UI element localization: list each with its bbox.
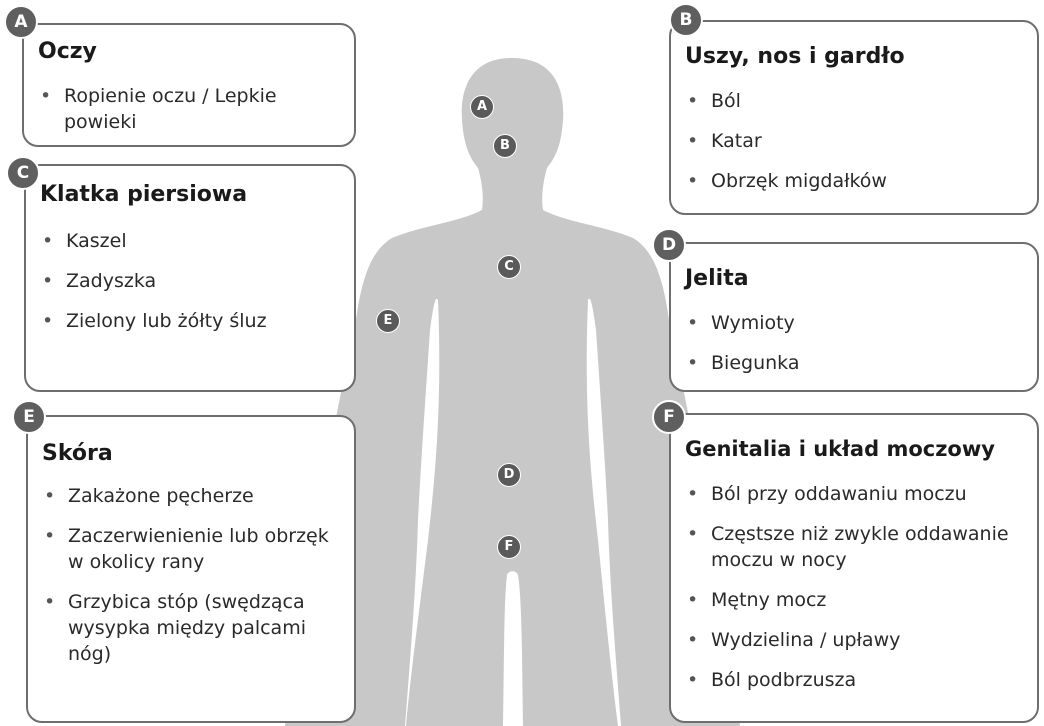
badge-d: D — [652, 228, 686, 262]
card-urinary-title: Genitalia i układ moczowy — [685, 437, 995, 461]
card-urinary: Genitalia i układ moczowy Ból przy oddaw… — [669, 413, 1039, 723]
card-eyes-list: Ropienie oczu / Lepkie powieki — [38, 83, 344, 149]
marker-d: D — [497, 463, 521, 487]
card-eyes-title: Oczy — [38, 39, 97, 64]
badge-b: B — [669, 3, 703, 37]
card-bowels-title: Jelita — [685, 266, 749, 291]
list-item: Ból podbrzusza — [685, 667, 1027, 693]
card-skin-title: Skóra — [42, 441, 113, 466]
list-item: Katar — [685, 128, 1027, 154]
card-ent-title: Uszy, nos i gardło — [685, 44, 905, 69]
list-item: Wymioty — [685, 310, 1027, 336]
list-item: Zielony lub żółty śluz — [40, 308, 344, 334]
marker-e: E — [376, 309, 400, 333]
list-item: Zadyszka — [40, 268, 344, 294]
list-item: Ropienie oczu / Lepkie powieki — [38, 83, 344, 135]
marker-c: C — [497, 255, 521, 279]
list-item: Częstsze niż zwykle oddawanie moczu w no… — [685, 521, 1027, 573]
badge-f: F — [652, 400, 686, 434]
list-item: Biegunka — [685, 350, 1027, 376]
marker-f: F — [497, 535, 521, 559]
marker-a: A — [470, 95, 494, 119]
card-ent-list: Ból Katar Obrzęk migdałków — [685, 88, 1027, 208]
list-item: Wydzielina / upławy — [685, 627, 1027, 653]
card-eyes: Oczy Ropienie oczu / Lepkie powieki — [22, 23, 356, 147]
list-item: Grzybica stóp (swędząca wysypka między p… — [42, 589, 344, 667]
card-chest-list: Kaszel Zadyszka Zielony lub żółty śluz — [40, 228, 344, 348]
list-item: Mętny mocz — [685, 587, 1027, 613]
list-item: Ból — [685, 88, 1027, 114]
card-chest-title: Klatka piersiowa — [40, 182, 247, 207]
badge-e: E — [12, 400, 46, 434]
card-skin-list: Zakażone pęcherze Zaczerwienienie lub ob… — [42, 483, 344, 681]
list-item: Ból przy oddawaniu moczu — [685, 481, 1027, 507]
card-skin: Skóra Zakażone pęcherze Zaczerwienienie … — [26, 415, 356, 723]
card-bowels-list: Wymioty Biegunka — [685, 310, 1027, 390]
list-item: Zakażone pęcherze — [42, 483, 344, 509]
card-chest: Klatka piersiowa Kaszel Zadyszka Zielony… — [24, 164, 356, 392]
list-item: Zaczerwienienie lub obrzęk w okolicy ran… — [42, 523, 344, 575]
card-ent: Uszy, nos i gardło Ból Katar Obrzęk migd… — [669, 20, 1039, 215]
card-bowels: Jelita Wymioty Biegunka — [669, 242, 1039, 392]
marker-b: B — [493, 134, 517, 158]
list-item: Obrzęk migdałków — [685, 168, 1027, 194]
badge-a: A — [4, 5, 38, 39]
badge-c: C — [6, 156, 40, 190]
list-item: Kaszel — [40, 228, 344, 254]
card-urinary-list: Ból przy oddawaniu moczu Częstsze niż zw… — [685, 481, 1027, 707]
